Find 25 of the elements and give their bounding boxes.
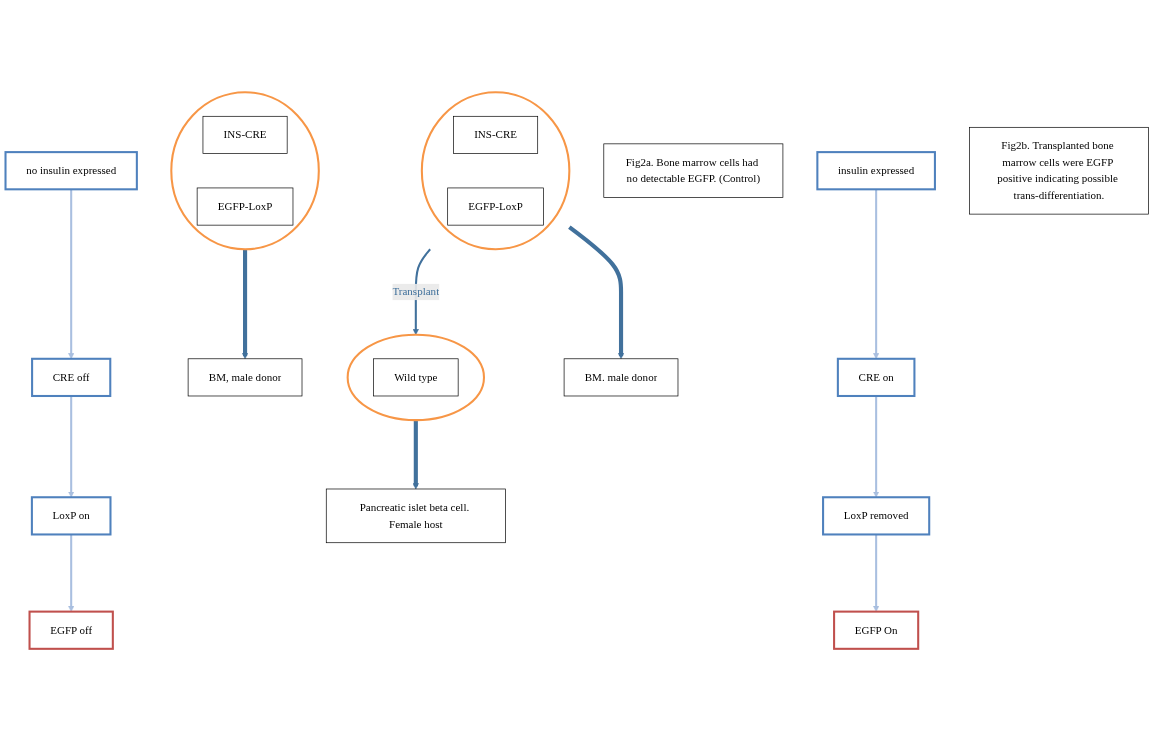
node-box: CRE off	[31, 357, 112, 398]
node-box: CRE on	[836, 357, 916, 398]
arrow	[68, 534, 75, 612]
node-box: Pancreatic islet beta cell. Female host	[325, 488, 506, 544]
node-box: LoxP on	[30, 496, 112, 536]
node-box: BM. male donor	[563, 358, 679, 397]
node-box: Wild type	[373, 358, 459, 397]
arrow	[873, 534, 880, 612]
node-box: LoxP removed	[822, 496, 931, 536]
node-box: no insulin expressed	[4, 151, 138, 191]
node-box: insulin expressed	[816, 151, 936, 191]
node-box: Fig2b. Transplanted bone marrow cells were EGFP positive indicating possible trans-differentiation.	[969, 126, 1149, 215]
node-box: EGFP On	[833, 610, 920, 650]
arrow	[412, 420, 419, 490]
node-box: EGFP off	[28, 610, 114, 650]
arrow	[873, 396, 880, 498]
arrow	[68, 396, 75, 498]
edge-label: Transplant	[392, 285, 440, 298]
node-box: INS-CRE	[202, 115, 288, 154]
node-box: EGFP-LoxP	[447, 187, 544, 226]
node-box: EGFP-LoxP	[196, 187, 294, 226]
node-box: INS-CRE	[453, 115, 539, 154]
node-box: BM, male donor	[187, 358, 303, 397]
node-box: Fig2a. Bone marrow cells had no detectable EGFP. (Control)	[603, 143, 784, 198]
arrow	[242, 249, 249, 360]
